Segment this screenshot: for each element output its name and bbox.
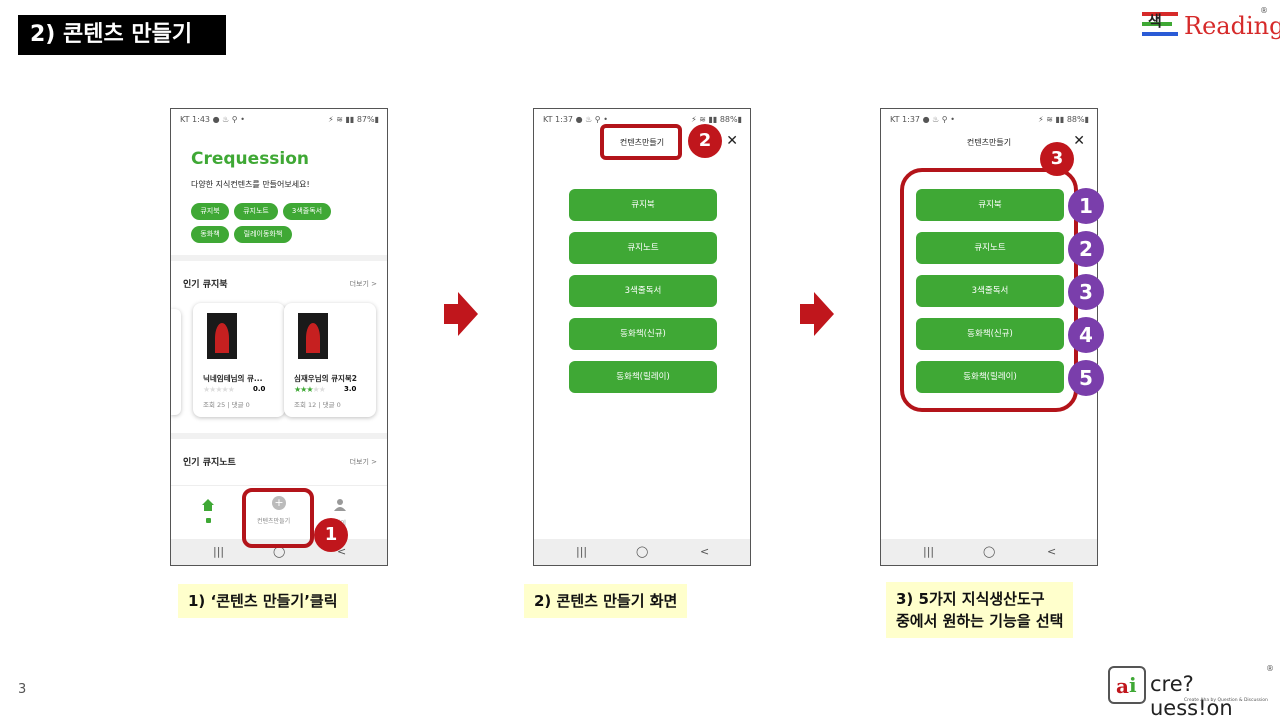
- highlight-box: [900, 168, 1078, 412]
- 3color-reading-button[interactable]: 3색줄독서: [916, 275, 1064, 307]
- section-title-popular-qzbook: 인기 큐지북: [183, 280, 228, 290]
- android-nav-bar: ||| ◯ <: [171, 539, 387, 565]
- screen-title: 컨텐츠만들기: [966, 138, 1012, 147]
- crequession-logo: a i cre?uess!on Create Aha by Question &…: [1106, 664, 1274, 720]
- slide-title: 2) 콘텐츠 만들기: [18, 15, 226, 55]
- step-badge-2: 2: [688, 124, 722, 158]
- rating-value: 3.0: [344, 385, 357, 393]
- back-button[interactable]: <: [337, 545, 347, 558]
- back-button[interactable]: <: [700, 545, 710, 558]
- divider: [171, 255, 387, 261]
- android-nav-bar: ||| ◯ <: [881, 539, 1097, 565]
- book-card[interactable]: 닉네임테님의 큐... ★★★★★ 0.0 조회 25 | 댓글 0: [193, 303, 285, 417]
- close-icon[interactable]: ✕: [726, 133, 738, 149]
- relay-storybook-button[interactable]: 동화책(릴레이): [916, 361, 1064, 393]
- relay-storybook-button[interactable]: 동화책(릴레이): [569, 361, 717, 393]
- home-tab[interactable]: [199, 496, 219, 526]
- qzbook-button[interactable]: 큐지북: [569, 189, 717, 221]
- arrow-right-icon: [800, 292, 834, 336]
- new-storybook-button[interactable]: 동화책(신규): [569, 318, 717, 350]
- book-title: 심재우님의 큐지북2: [294, 374, 358, 383]
- option-number-badge: 1: [1068, 188, 1104, 224]
- app-subtitle: 다양한 지식컨텐츠를 만들어보세요!: [191, 180, 310, 189]
- status-bar-right: ⚡ ≋ ▮▮ 87%▮: [328, 115, 379, 124]
- plus-icon: +: [272, 496, 286, 510]
- crequession-logo-text: cre?uess!on: [1150, 672, 1233, 720]
- qznote-button[interactable]: 큐지노트: [916, 232, 1064, 264]
- book-cover-image: [207, 313, 237, 359]
- section-title-popular-qznote: 인기 큐지노트: [183, 458, 236, 468]
- crequession-logo-mark: a i: [1108, 666, 1146, 704]
- registered-mark: ®: [1266, 664, 1274, 673]
- reading-logo-text: Reading: [1184, 12, 1280, 40]
- more-link[interactable]: 더보기 >: [349, 458, 377, 466]
- rating-stars: ★★★★★: [203, 385, 235, 394]
- option-number-badge: 3: [1068, 274, 1104, 310]
- step-badge-1: 1: [314, 518, 348, 552]
- chip-qznote[interactable]: 큐지노트: [234, 203, 278, 220]
- android-nav-bar: ||| ◯ <: [534, 539, 750, 565]
- home-button[interactable]: ◯: [636, 545, 649, 558]
- caption-step1: 1) ‘콘텐츠 만들기’클릭: [178, 584, 348, 618]
- caption-step3-line2: 중에서 원하는 기능을 선택: [896, 612, 1064, 630]
- phone-screen-home: KT 1:43 ● ♨ ⚲ • ⚡ ≋ ▮▮ 87%▮ Crequession …: [170, 108, 388, 566]
- status-bar-right: ⚡ ≋ ▮▮ 88%▮: [1038, 115, 1089, 124]
- home-icon: [202, 499, 214, 511]
- option-number-badge: 2: [1068, 231, 1104, 267]
- 3color-reading-button[interactable]: 3색줄독서: [569, 275, 717, 307]
- book-card[interactable]: 심재우님의 큐지북2 ★★★★★ 3.0 조회 12 | 댓글 0: [284, 303, 376, 417]
- app-title: Crequession: [191, 149, 310, 169]
- chip-qzbook[interactable]: 큐지북: [191, 203, 229, 220]
- qznote-button[interactable]: 큐지노트: [569, 232, 717, 264]
- home-button[interactable]: ◯: [273, 545, 286, 558]
- chip-3color-reading[interactable]: 3색줄독서: [283, 203, 331, 220]
- status-bar-right: ⚡ ≋ ▮▮ 88%▮: [691, 115, 742, 124]
- book-meta: 조회 12 | 댓글 0: [294, 401, 341, 409]
- highlight-box: [242, 488, 314, 548]
- screen-title: 컨텐츠만들기: [619, 138, 665, 147]
- reading-logo-hangul: 색: [1148, 12, 1162, 30]
- chip-relay-storybook[interactable]: 릴레이동화책: [234, 226, 292, 243]
- new-storybook-button[interactable]: 동화책(신규): [916, 318, 1064, 350]
- caption-step2: 2) 콘텐츠 만들기 화면: [524, 584, 688, 618]
- option-number-badge: 4: [1068, 317, 1104, 353]
- status-bar-left: KT 1:37 ● ♨ ⚲ •: [543, 115, 608, 124]
- crequession-logo-tagline: Create Aha by Question & Discussion: [1184, 698, 1268, 703]
- arrow-right-icon: [444, 292, 478, 336]
- home-button[interactable]: ◯: [983, 545, 996, 558]
- close-icon[interactable]: ✕: [1073, 133, 1085, 149]
- create-content-tab-label: 컨텐츠만들기: [257, 518, 291, 525]
- highlight-box: [600, 124, 682, 160]
- user-icon: [334, 499, 346, 511]
- book-meta: 조회 25 | 댓글 0: [203, 401, 250, 409]
- rating-value: 0.0: [253, 385, 266, 393]
- book-title: 닉네임테님의 큐...: [203, 374, 263, 383]
- option-number-badge: 5: [1068, 360, 1104, 396]
- more-link[interactable]: 더보기 >: [349, 280, 377, 288]
- bottom-tab-bar: + 컨텐츠만들기 마이: [171, 485, 387, 541]
- status-bar-left: KT 1:43 ● ♨ ⚲ •: [180, 115, 245, 124]
- chip-storybook[interactable]: 동화책: [191, 226, 229, 243]
- page-number: 3: [18, 682, 27, 697]
- status-bar-left: KT 1:37 ● ♨ ⚲ •: [890, 115, 955, 124]
- phone-screen-create: KT 1:37 ● ♨ ⚲ • ⚡ ≋ ▮▮ 88%▮ 컨텐츠만들기 ✕ 큐지북…: [533, 108, 751, 566]
- back-button[interactable]: <: [1047, 545, 1057, 558]
- create-content-tab[interactable]: + 컨텐츠만들기: [251, 492, 307, 536]
- qzbook-button[interactable]: 큐지북: [916, 189, 1064, 221]
- step-badge-3: 3: [1040, 142, 1074, 176]
- caption-step3-line1: 3) 5가지 지식생산도구: [896, 590, 1045, 608]
- book-cover-image: [298, 313, 328, 359]
- recent-apps-button[interactable]: |||: [213, 545, 225, 558]
- reading-logo: 색 Reading ®: [1140, 6, 1280, 46]
- recent-apps-button[interactable]: |||: [576, 545, 588, 558]
- caption-step3: 3) 5가지 지식생산도구 중에서 원하는 기능을 선택: [886, 582, 1074, 638]
- recent-apps-button[interactable]: |||: [923, 545, 935, 558]
- rating-stars: ★★★★★: [294, 385, 326, 394]
- divider: [171, 433, 387, 439]
- registered-mark: ®: [1260, 6, 1268, 15]
